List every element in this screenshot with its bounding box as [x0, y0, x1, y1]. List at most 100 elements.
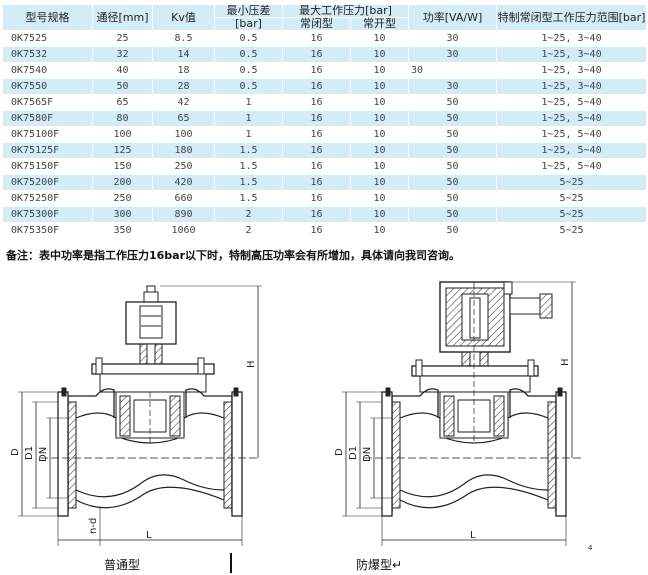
cell-model: 0K7580F [2, 110, 93, 127]
cell-power: 30 [408, 78, 497, 95]
dim-label-nd: n-d [88, 518, 99, 534]
cell-model: 0K7540 [2, 62, 93, 79]
cell-power: 50 [408, 174, 497, 191]
cell-no: 10 [350, 46, 409, 63]
header-min-pressure-unit: [bar] [214, 17, 283, 31]
cell-special: 1~25, 5~40 [496, 94, 647, 111]
cell-power: 30 [408, 30, 497, 47]
cell-model: 0K7525 [2, 30, 93, 47]
cell-special: 5~25 [496, 206, 647, 223]
cell-nc: 16 [282, 206, 351, 223]
valve-drawings: D D1 DN H L n-d [10, 281, 593, 552]
cell-min: 1.5 [214, 174, 283, 191]
cell-dn: 200 [92, 174, 153, 191]
dim-label-D1: D1 [24, 446, 35, 460]
cell-nc: 16 [282, 62, 351, 79]
cell-special: 1~25, 3~40 [496, 78, 647, 95]
cell-min: 1 [214, 126, 283, 143]
dim-label-D1-ex: D1 [348, 446, 359, 460]
cell-nc: 16 [282, 142, 351, 159]
header-model: 型号规格 [2, 4, 93, 31]
cell-dn: 25 [92, 30, 153, 47]
cell-special: 1~25, 3~40 [496, 46, 647, 63]
standard-type-caption: 普通型 [104, 558, 141, 572]
cell-kv: 65 [152, 110, 215, 127]
cell-dn: 40 [92, 62, 153, 79]
cell-model: 0K75200F [2, 174, 93, 191]
header-normally-closed: 常闭型 [282, 17, 351, 31]
cell-nc: 16 [282, 190, 351, 207]
cell-min: 0.5 [214, 30, 283, 47]
cell-special: 1~25, 3~40 [496, 62, 647, 79]
cell-special: 5~25 [496, 222, 647, 239]
cell-dn: 65 [92, 94, 153, 111]
cell-dn: 150 [92, 158, 153, 175]
cell-power: 50 [408, 206, 497, 223]
cell-kv: 180 [152, 142, 215, 159]
cell-dn: 300 [92, 206, 153, 223]
explosion-proof-valve-drawing [342, 281, 584, 546]
cell-special: 1~25, 5~40 [496, 126, 647, 143]
cell-nc: 16 [282, 174, 351, 191]
cell-model: 0K75300F [2, 206, 93, 223]
header-min-pressure: 最小压差 [214, 4, 283, 18]
table-header-row: 型号规格 通径[mm] Kv值 最小压差 最大工作压力[bar] 功率[VA/W… [2, 4, 647, 31]
cell-no: 10 [350, 190, 409, 207]
cell-min: 1 [214, 110, 283, 127]
cell-kv: 250 [152, 158, 215, 175]
cell-no: 10 [350, 30, 409, 47]
cell-dn: 350 [92, 222, 153, 239]
cell-model: 0K75125F [2, 142, 93, 159]
cell-model: 0K75350F [2, 222, 93, 239]
cell-dn: 50 [92, 78, 153, 95]
dim-label-DN: DN [38, 447, 49, 462]
header-power: 功率[VA/W] [408, 4, 497, 31]
cell-special: 5~25 [496, 174, 647, 191]
cell-power: 30 [408, 62, 497, 79]
dim-label-H-ex: H [560, 358, 571, 366]
cell-model: 0K75250F [2, 190, 93, 207]
explosion-proof-caption: 防爆型↵ [356, 558, 403, 572]
cell-no: 10 [350, 158, 409, 175]
cell-no: 10 [350, 62, 409, 79]
cell-special: 1~25, 5~40 [496, 110, 647, 127]
cell-power: 30 [408, 46, 497, 63]
cell-dn: 32 [92, 46, 153, 63]
header-normally-open: 常开型 [350, 17, 409, 31]
cell-min: 1.5 [214, 142, 283, 159]
cell-kv: 100 [152, 126, 215, 143]
cell-model: 0K75100F [2, 126, 93, 143]
cell-special: 5~25 [496, 190, 647, 207]
cell-special: 1~25, 3~40 [496, 30, 647, 47]
cell-dn: 250 [92, 190, 153, 207]
cell-nc: 16 [282, 222, 351, 239]
cell-no: 10 [350, 174, 409, 191]
cell-no: 10 [350, 78, 409, 95]
cell-min: 2 [214, 206, 283, 223]
dim-label-H: H [246, 360, 257, 368]
cell-min: 0.5 [214, 78, 283, 95]
table-subheader-row: [bar] 常闭型 常开型 [3, 17, 647, 31]
cell-no: 10 [350, 222, 409, 239]
cell-kv: 890 [152, 206, 215, 223]
cell-power: 50 [408, 126, 497, 143]
cell-min: 2 [214, 222, 283, 239]
cell-kv: 1060 [152, 222, 215, 239]
cell-power: 50 [408, 110, 497, 127]
cell-min: 0.5 [214, 62, 283, 79]
caption-divider [230, 553, 232, 573]
cell-dn: 125 [92, 142, 153, 159]
cell-no: 10 [350, 94, 409, 111]
cell-model: 0K7550 [2, 78, 93, 95]
cell-dn: 100 [92, 126, 153, 143]
cell-power: 50 [408, 158, 497, 175]
cell-special: 1~25, 5~40 [496, 158, 647, 175]
cell-model: 0K75150F [2, 158, 93, 175]
